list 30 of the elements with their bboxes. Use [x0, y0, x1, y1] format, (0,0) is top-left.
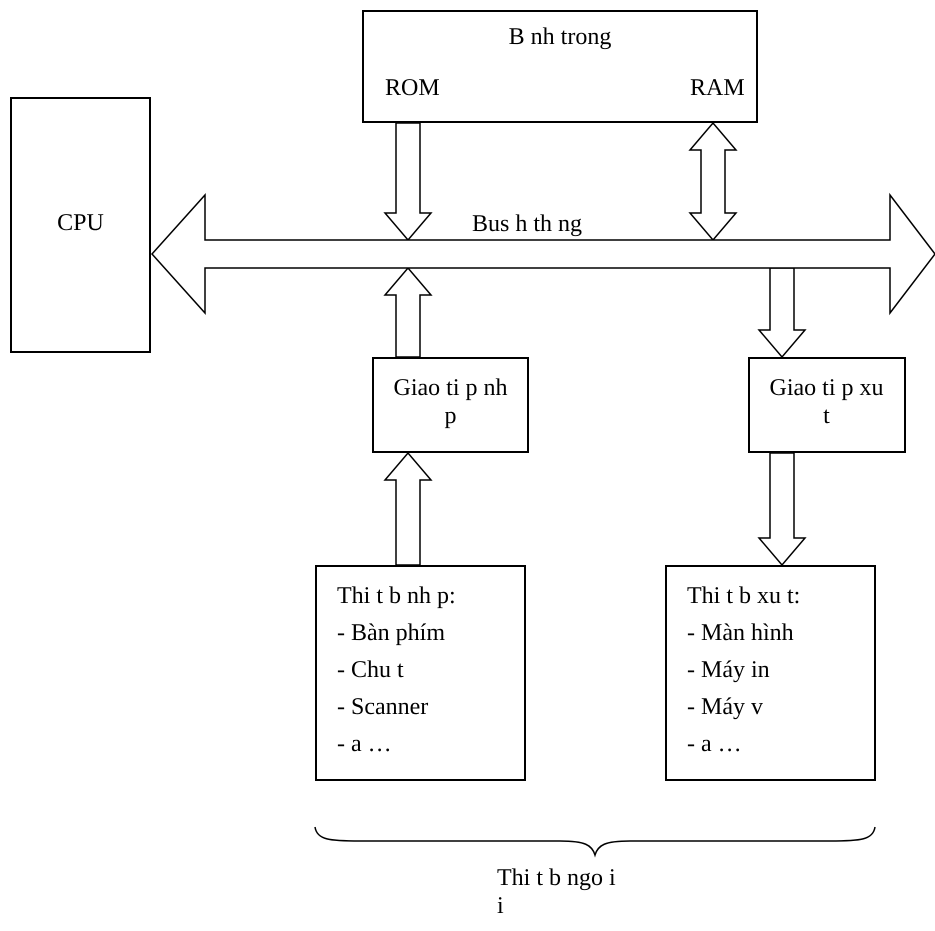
block-arrow: [383, 266, 433, 358]
block-arrow: [383, 452, 433, 566]
box-label: Giao ti p nh p: [392, 375, 508, 430]
box-label: Giao ti p xu t: [768, 375, 884, 430]
list-item: - Màn hình: [687, 620, 794, 648]
interface-box: [372, 357, 529, 453]
block-arrow: [688, 122, 738, 242]
box-title: B nh trong: [508, 24, 612, 52]
list-item: - a …: [337, 731, 392, 759]
memory-label: RAM: [690, 75, 745, 103]
group-label: Thi t b ngo i i: [497, 865, 617, 920]
block-arrow: [383, 122, 433, 242]
list-item: - a …: [687, 731, 742, 759]
device-list-box: [665, 565, 876, 781]
list-item: - Scanner: [337, 694, 428, 722]
device-list-box: [315, 565, 526, 781]
box-label: CPU: [56, 210, 105, 238]
cpu-box: [10, 97, 151, 353]
block-arrow: [757, 267, 807, 358]
list-heading: Thi t b xu t:: [687, 583, 800, 611]
memory-box: [362, 10, 758, 123]
interface-box: [748, 357, 906, 453]
list-item: - Máy v: [687, 694, 763, 722]
list-item: - Bàn phím: [337, 620, 445, 648]
bus-label: Bus h th ng: [472, 211, 582, 239]
list-item: - Máy in: [687, 657, 770, 685]
list-item: - Chu t: [337, 657, 404, 685]
block-arrow: [757, 452, 807, 566]
memory-label: ROM: [385, 75, 440, 103]
list-heading: Thi t b nh p:: [337, 583, 456, 611]
